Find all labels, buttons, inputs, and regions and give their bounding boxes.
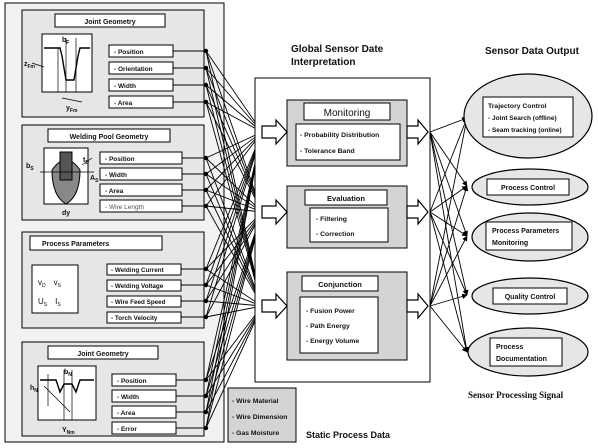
item-width: - Width	[117, 394, 139, 401]
svg-text:- Joint Search (offline): - Joint Search (offline)	[488, 115, 557, 122]
processing-signal-label: Sensor Processing Signal	[468, 390, 564, 400]
svg-text:- Energy Volume: - Energy Volume	[306, 338, 359, 345]
panel-title: Joint Geometry	[77, 351, 128, 358]
block-title: Monitoring	[324, 108, 371, 119]
panel-welding-pool-geometry: Welding Pool Geometry bS tD AS dy - Posi…	[21, 124, 205, 221]
item-width: - Width	[114, 83, 136, 90]
item-welding-voltage: - Welding Voltage	[111, 283, 164, 290]
output-connection-lines	[429, 117, 469, 353]
svg-text:bF: bF	[62, 37, 69, 46]
svg-text:Process Parameters: Process Parameters	[492, 228, 559, 235]
svg-text:- Wire Material: - Wire Material	[232, 398, 279, 405]
process-block-conjunction: Conjunction - Fusion Power - Path Energy…	[286, 271, 408, 361]
interpretation-title-line1: Global Sensor Date	[291, 44, 384, 55]
item-torch-velocity: - Torch Velocity	[111, 315, 158, 322]
joint-geometry-sketch-icon	[31, 33, 93, 103]
svg-text:Monitoring: Monitoring	[492, 240, 528, 247]
panel-title: Welding Pool Geometry	[70, 134, 149, 141]
item-area: - Area	[117, 410, 136, 417]
static-process-data-label: Static Process Data	[306, 430, 391, 440]
item-area: - Area	[105, 188, 124, 195]
input-connection-dots	[203, 48, 209, 431]
svg-text:- Wire Dimension: - Wire Dimension	[232, 414, 287, 421]
svg-text:Quality Control: Quality Control	[505, 294, 556, 301]
process-block-evaluation: Evaluation - Filtering - Correction	[286, 185, 408, 249]
item-position: - Position	[117, 378, 147, 385]
svg-text:bN: bN	[64, 369, 72, 378]
svg-text:- Path Energy: - Path Energy	[306, 323, 350, 330]
block-title: Evaluation	[327, 194, 365, 203]
svg-text:- Filtering: - Filtering	[316, 216, 347, 223]
svg-text:tD: tD	[83, 157, 89, 166]
output-title: Sensor Data Output	[485, 46, 580, 57]
panel-title: Joint Geometry	[84, 19, 135, 26]
static-process-data-box: - Wire Material - Wire Dimension - Gas M…	[227, 387, 297, 443]
panel-title: Process Parameters	[42, 241, 109, 248]
svg-text:- Gas Moisture: - Gas Moisture	[232, 430, 279, 437]
panel-joint-geometry-top: Joint Geometry bF zFm yFm - Position - O…	[21, 9, 205, 118]
svg-text:hN: hN	[30, 385, 38, 394]
block-title: Conjunction	[318, 280, 362, 289]
process-block-monitoring: Monitoring - Probability Distribution - …	[286, 99, 408, 167]
block-output-arrow-icons	[406, 118, 429, 320]
svg-text:Trajectory Control: Trajectory Control	[488, 103, 547, 110]
output-quality-control: Quality Control	[471, 277, 589, 315]
svg-text:Process: Process	[496, 344, 523, 351]
input-connection-lines	[173, 50, 263, 429]
interpretation-title-line2: Interpretation	[291, 57, 355, 68]
item-width: - Width	[105, 172, 127, 179]
output-process-parameters-monitoring: Process Parameters Monitoring	[471, 212, 589, 262]
weld-pool-sketch-icon	[40, 147, 94, 205]
svg-text:Documentation: Documentation	[496, 356, 547, 363]
svg-text:- Correction: - Correction	[316, 231, 355, 238]
svg-text:- Seam tracking (online): - Seam tracking (online)	[488, 127, 562, 134]
item-wire-length: - Wire Length	[105, 204, 144, 211]
block-input-arrow-icons	[261, 118, 288, 320]
joint-profile-sketch-icon	[37, 365, 97, 421]
svg-text:dy: dy	[62, 210, 70, 217]
svg-text:zFm: zFm	[24, 61, 36, 70]
svg-text:AS: AS	[90, 175, 99, 184]
svg-text:yFm: yFm	[66, 105, 78, 114]
svg-text:- Probability Distribution: - Probability Distribution	[300, 132, 379, 139]
output-process-documentation: Process Documentation	[467, 327, 589, 377]
item-position: - Position	[114, 49, 144, 56]
item-error: - Error	[117, 426, 137, 433]
item-orientation: - Orientation	[114, 66, 153, 73]
item-welding-current: - Welding Current	[111, 267, 165, 274]
output-process-control: Process Control	[471, 168, 589, 206]
item-area: - Area	[114, 100, 133, 107]
svg-text:YNm: YNm	[62, 427, 75, 436]
output-trajectory-control: Trajectory Control - Joint Search (offli…	[463, 73, 593, 159]
svg-text:bS: bS	[26, 163, 34, 172]
svg-text:Process Control: Process Control	[501, 185, 555, 192]
item-position: - Position	[105, 156, 135, 163]
svg-text:- Fusion Power: - Fusion Power	[306, 308, 355, 315]
panel-joint-geometry-bottom: Joint Geometry bN hN YNm - Position - Wi…	[21, 341, 205, 437]
svg-text:- Tolerance Band: - Tolerance Band	[300, 148, 355, 155]
item-wire-feed-speed: - Wire Feed Speed	[111, 299, 166, 306]
